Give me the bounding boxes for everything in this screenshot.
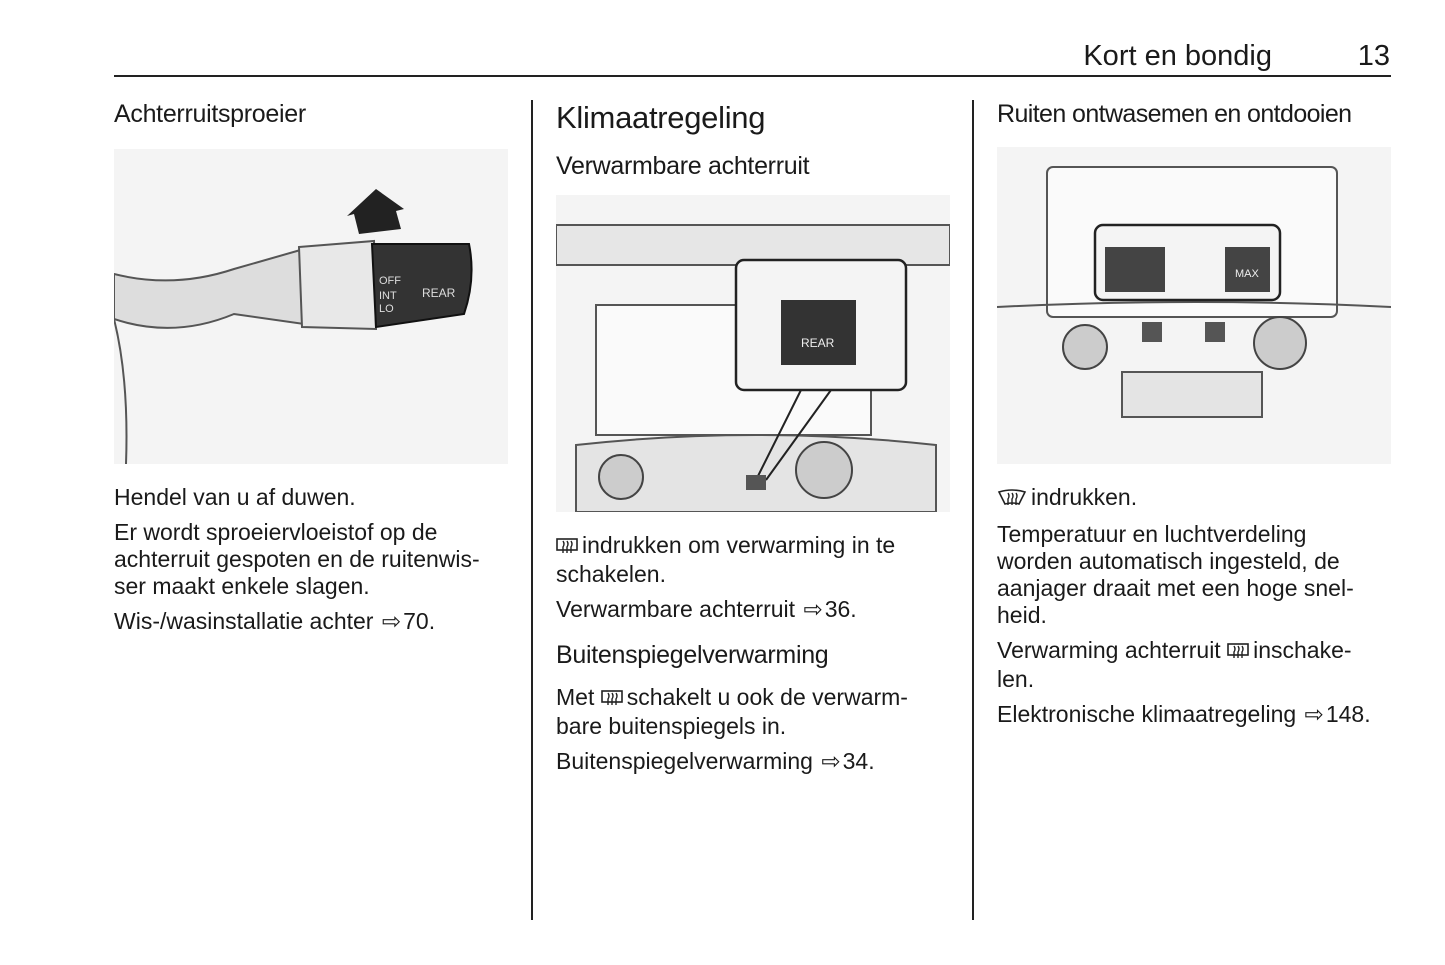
text-line: schakelen. (556, 561, 666, 587)
text: schakelt u ook de verwarm- (626, 684, 908, 710)
label-off: OFF (379, 275, 401, 287)
text: indrukken. (1031, 484, 1138, 510)
front-defrost-icon (997, 486, 1027, 513)
reference-arrow-icon: ⇨ (803, 596, 823, 622)
column-rear-washer: Achterruitsproeier OFF INT LO REAR Hende… (114, 100, 510, 643)
text-line: Er wordt sproeiervloeistof op de (114, 519, 438, 545)
rear-defrost-icon (600, 686, 623, 713)
paragraph: indrukken. (997, 484, 1393, 513)
page-reference[interactable]: 70. (403, 608, 436, 634)
text-line: heid. (997, 602, 1047, 628)
paragraph: indrukken om verwarming in te schakelen. (556, 532, 952, 588)
label-rear: REAR (422, 286, 456, 300)
reference-text: Wis-/wasinstallatie achter (114, 608, 374, 634)
column-divider (531, 100, 533, 920)
figure-wiper-lever: OFF INT LO REAR (114, 149, 508, 464)
paragraph: Er wordt sproeiervloeistof op de achterr… (114, 519, 510, 600)
reference-paragraph: Verwarmbare achterruit ⇨36. (556, 596, 952, 623)
column-climate: Klimaatregeling Verwarmbare achterruit R… (556, 100, 952, 783)
paragraph: Verwarming achterruit inschake- len. (997, 637, 1393, 693)
rear-defrost-icon (1227, 639, 1249, 666)
reference-paragraph: Buitenspiegelverwarming ⇨34. (556, 748, 952, 775)
page-header-section: Kort en bondig (1083, 40, 1272, 72)
header-rule (114, 75, 1391, 77)
label-rear: REAR (801, 336, 835, 350)
column-defog: Ruiten ontwasemen en ontdooien MAX indru… (997, 100, 1393, 736)
text-line: Temperatuur en luchtverdeling (997, 521, 1307, 547)
section-heading: Verwarmbare achterruit (556, 152, 810, 180)
push-arrow-icon (347, 189, 404, 234)
text-line: ser maakt enkele slagen. (114, 573, 370, 599)
text-line: aanjager draait met een hoge snel- (997, 575, 1354, 601)
rear-defrost-icon (556, 534, 578, 561)
reference-paragraph: Wis-/wasinstallatie achter ⇨70. (114, 608, 510, 635)
text-line: indrukken om verwarming in te (556, 532, 952, 561)
page-reference[interactable]: 34. (842, 748, 875, 774)
reference-arrow-icon: ⇨ (1304, 701, 1324, 727)
paragraph: Hendel van u af duwen. (114, 484, 356, 510)
text-line: worden automatisch ingesteld, de (997, 548, 1340, 574)
label-int: INT (379, 290, 397, 302)
label-lo: LO (379, 303, 394, 315)
page-reference[interactable]: 148. (1325, 701, 1371, 727)
text: Verwarming achterruit (997, 637, 1221, 663)
reference-text: Elektronische klimaatregeling (997, 701, 1297, 727)
page-number: 13 (1357, 40, 1390, 72)
text: indrukken om verwarming in te (582, 532, 896, 558)
reference-text: Verwarmbare achterruit (556, 596, 796, 622)
paragraph: Met schakelt u ook de verwarm- bare buit… (556, 684, 952, 740)
label-max: MAX (1235, 268, 1260, 280)
reference-arrow-icon: ⇨ (821, 748, 841, 774)
paragraph: Temperatuur en luchtverdeling worden aut… (997, 521, 1393, 629)
section-heading: Buitenspiegelverwarming (556, 641, 829, 669)
text-line: bare buitenspiegels in. (556, 713, 787, 739)
section-heading: Ruiten ontwasemen en ontdooien (997, 100, 1352, 128)
text-line: achterruit gespoten en de ruitenwis- (114, 546, 480, 572)
section-heading: Achterruitsproeier (114, 100, 306, 128)
chapter-title: Klimaatregeling (556, 100, 766, 135)
figure-rear-button: REAR (556, 195, 950, 512)
reference-arrow-icon: ⇨ (381, 608, 402, 634)
text-line: len. (997, 666, 1035, 692)
page-reference[interactable]: 36. (824, 596, 857, 622)
text-line: Verwarming achterruit inschake- (997, 637, 1393, 666)
text-line: Met schakelt u ook de verwarm- (556, 684, 952, 713)
reference-text: Buitenspiegelverwarming (556, 748, 813, 774)
reference-paragraph: Elektronische klimaatregeling ⇨148. (997, 701, 1393, 728)
text: inschake- (1253, 637, 1352, 663)
column-divider (972, 100, 974, 920)
figure-defog-button: MAX (997, 147, 1391, 464)
text: Met (556, 684, 595, 710)
